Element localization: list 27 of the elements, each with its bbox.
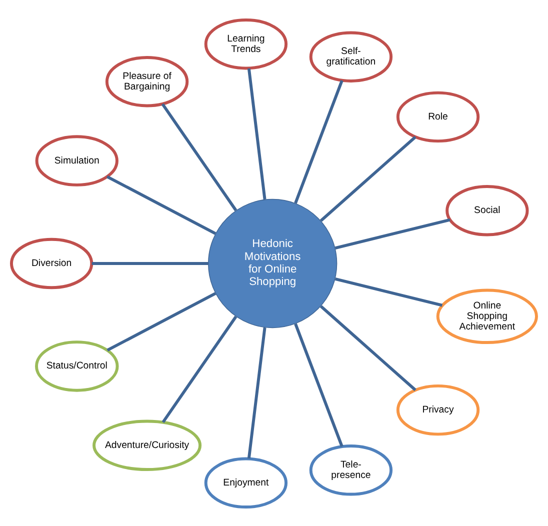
node-ellipse: Online Shopping Achievement [436, 288, 538, 344]
node-ellipse: Enjoyment [204, 456, 288, 508]
connector [320, 135, 416, 222]
node-ellipse: Simulation [35, 134, 118, 186]
connector [334, 277, 443, 306]
node-ellipse: Learning Trends [204, 18, 288, 70]
connector [294, 322, 344, 446]
node-ellipse: Pleasure of Bargaining [105, 56, 189, 107]
connector [161, 102, 238, 211]
connector [247, 326, 266, 458]
connector [247, 68, 266, 200]
connector [106, 174, 216, 234]
connector [106, 292, 216, 351]
connector [92, 262, 208, 264]
connector [162, 315, 238, 423]
connector [294, 80, 344, 204]
node-ellipse: Privacy [396, 384, 480, 436]
node-ellipse: Social [446, 184, 529, 236]
connector [320, 304, 416, 391]
connector [334, 218, 450, 249]
node-ellipse: Diversion [10, 237, 94, 289]
node-ellipse: Adventure/Curiosity [92, 419, 202, 470]
node-circle: Hedonic Motivations for Online Shopping [208, 198, 338, 328]
node-ellipse: Role [396, 90, 480, 142]
node-ellipse: Self-gratification [309, 30, 393, 82]
node-ellipse: Status/Control [35, 340, 119, 392]
node-ellipse: Tele-presence [309, 444, 393, 496]
